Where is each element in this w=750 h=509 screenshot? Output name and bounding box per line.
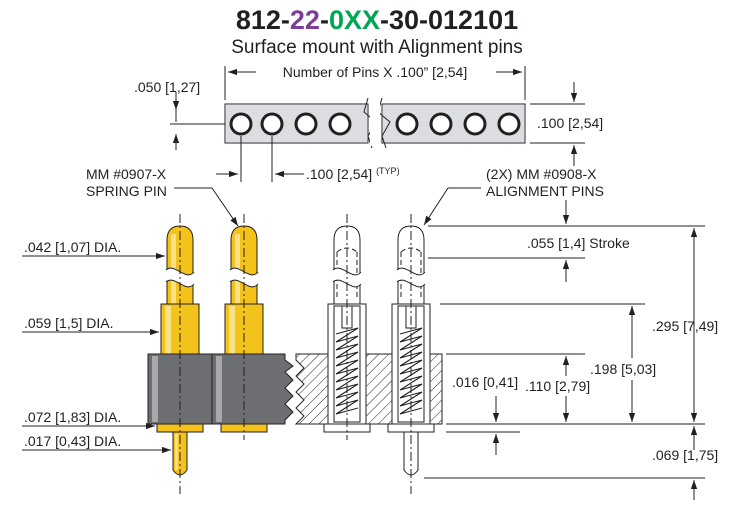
- part-number-series: 812-: [236, 5, 290, 35]
- section-view: [294, 214, 443, 494]
- height-dim-label: .100 [2,54]: [537, 115, 603, 131]
- barrel-dia-label: .059 [1,5] DIA.: [24, 315, 114, 331]
- overall-height-label: .295 [7,49]: [652, 318, 718, 334]
- spacing-dim-label: .100 [2,54] (TYP): [306, 166, 400, 182]
- part-number: 812-22-0XX-30-012101: [236, 5, 518, 35]
- part-number-pins-code: 22: [290, 5, 320, 35]
- spacing-dim-value: .100 [2,54]: [306, 166, 372, 182]
- above-body-label: .198 [5,03]: [590, 361, 656, 377]
- body-height-label: .110 [2,79]: [525, 378, 590, 394]
- spring-pin-callout-line2: SPRING PIN: [86, 183, 167, 199]
- spring-pin-callout-line1: MM #0907-X: [86, 166, 167, 182]
- flange-dia-label: .072 [1,83] DIA.: [24, 409, 121, 425]
- tail-length-label: .069 [1,75]: [652, 447, 718, 463]
- side-view-assembled: [147, 214, 294, 494]
- spacing-dim-note: (TYP): [376, 166, 400, 176]
- top-view: Number of Pins X .100” [2,54] .050 [1,27…: [134, 64, 603, 182]
- stroke-label: .055 [1,4] Stroke: [527, 235, 630, 251]
- edge-dim-label: .050 [1,27]: [134, 79, 200, 95]
- alignment-callout-line2: ALIGNMENT PINS: [486, 183, 604, 199]
- pitch-label: Number of Pins X .100” [2,54]: [283, 64, 467, 80]
- flange-thickness-label: .016 [0,41]: [452, 374, 518, 390]
- alignment-callout-line1: (2X) MM #0908-X: [486, 166, 597, 182]
- subtitle: Surface mount with Alignment pins: [231, 37, 523, 58]
- part-number-count-code: 0XX: [329, 5, 380, 35]
- pin-positions: [229, 112, 521, 136]
- tail-dia-label: .017 [0,43] DIA.: [24, 433, 121, 449]
- tip-dia-label: .042 [1,07] DIA.: [24, 239, 121, 255]
- right-dimensions: .055 [1,4] Stroke .295 [7,49] .198 [5,03…: [424, 200, 718, 500]
- part-number-suffix: -30-012101: [380, 5, 518, 35]
- part-number-dash: -: [320, 5, 329, 35]
